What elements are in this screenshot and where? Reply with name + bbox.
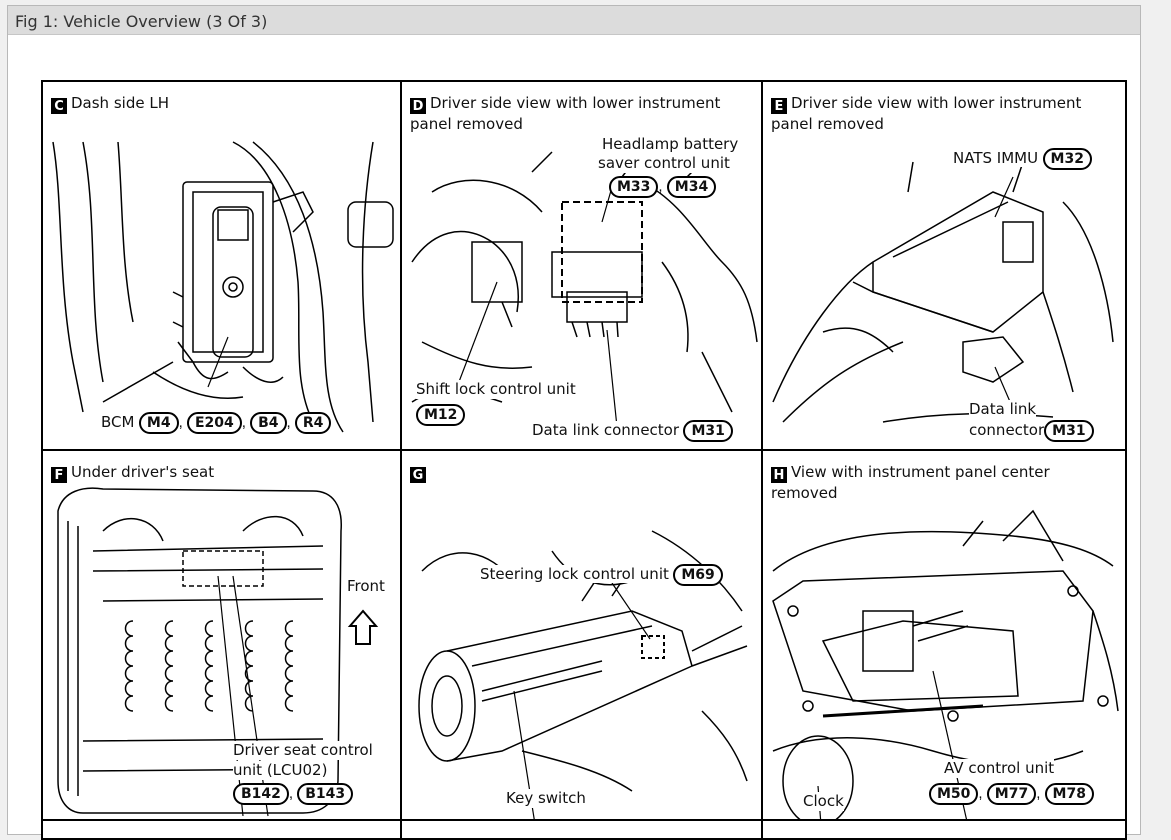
e-dlc-label-line2: connector xyxy=(969,421,1045,439)
seat-connector-b143: B143 xyxy=(297,783,354,805)
bcm-illustration xyxy=(52,141,394,433)
grid-divider xyxy=(400,82,402,838)
dlc-connector-list: Data link connector M31 xyxy=(532,420,733,442)
nats-connector-m32: M32 xyxy=(1042,148,1092,170)
steering-lock-label: Steering lock control unit xyxy=(480,565,669,583)
headlamp-label-line2: saver control unit xyxy=(598,154,730,173)
e-dlc-connector-m31: M31 xyxy=(1044,420,1094,442)
grid-divider xyxy=(43,449,1125,451)
bcm-connector-r4: R4 xyxy=(294,412,332,434)
panel-f-title-text: Under driver's seat xyxy=(71,463,215,481)
nats-connector-list: NATS IMMU M32 xyxy=(953,148,1092,170)
nats-illustration xyxy=(772,161,1114,423)
panel-h-title-text: View with instrument panel center remove… xyxy=(771,463,1050,502)
panel-d-title-text: Driver side view with lower instrument p… xyxy=(410,94,721,133)
shift-lock-label: Shift lock control unit xyxy=(416,380,576,399)
headlamp-connector-m33: M33 xyxy=(609,176,659,198)
bcm-label: BCM xyxy=(101,413,135,431)
e-dlc-label-line1: Data link xyxy=(969,400,1037,419)
front-label: Front xyxy=(347,577,385,596)
shift-lock-connector-m12: M12 xyxy=(416,404,466,426)
steering-lock-illustration xyxy=(418,530,748,819)
bcm-connector-m4: M4 xyxy=(138,412,179,434)
panel-e-title-text: Driver side view with lower instrument p… xyxy=(771,94,1082,133)
steering-lock-connector-list: Steering lock control unit M69 xyxy=(480,564,723,586)
bcm-connector-b4: B4 xyxy=(250,412,287,434)
headlamp-connector-list: M33, M34 xyxy=(609,176,717,198)
panel-g-steering-lock: G xyxy=(402,451,761,819)
steering-lock-connector-m69: M69 xyxy=(673,564,723,586)
nats-label: NATS IMMU xyxy=(953,149,1039,167)
panel-c-title-text: Dash side LH xyxy=(71,94,169,112)
panel-g-title: G xyxy=(410,462,755,483)
title-bar: Fig 1: Vehicle Overview (3 Of 3) xyxy=(8,6,1140,35)
dlc-label: Data link connector xyxy=(532,421,680,439)
headlamp-connector-m34: M34 xyxy=(666,176,717,198)
grid-divider xyxy=(43,819,1125,821)
av-connector-m77: M77 xyxy=(986,783,1037,805)
window-title: Fig 1: Vehicle Overview (3 Of 3) xyxy=(15,12,268,31)
dlc-connector-m31: M31 xyxy=(683,420,733,442)
seat-illustration xyxy=(57,487,379,817)
key-switch-label: Key switch xyxy=(506,789,586,808)
driver-side-illustration xyxy=(411,151,758,428)
panel-e-badge: E xyxy=(771,98,787,114)
seat-connector-list: B142, B143 xyxy=(233,783,354,805)
panel-f-badge: F xyxy=(51,467,67,483)
clock-label: Clock xyxy=(803,792,844,811)
grid-divider xyxy=(761,82,763,838)
panel-h-badge: H xyxy=(771,467,787,483)
seat-connector-b142: B142 xyxy=(233,783,289,805)
bcm-connector-list: BCM M4, E204, B4, R4 xyxy=(101,412,332,434)
headlamp-label-line1: Headlamp battery xyxy=(602,135,739,154)
shift-lock-connector-list: M12 xyxy=(416,404,466,426)
bcm-connector-e204: E204 xyxy=(186,412,242,434)
av-connector-list: M50, M77, M78 xyxy=(929,783,1094,805)
av-control-label: AV control unit xyxy=(944,759,1055,778)
panel-d-badge: D xyxy=(410,98,426,114)
seat-control-label-line1: Driver seat control xyxy=(233,741,373,760)
panel-c-badge: C xyxy=(51,98,67,114)
av-connector-m78: M78 xyxy=(1044,783,1094,805)
seat-control-label-line2: unit (LCU02) xyxy=(233,761,328,780)
panel-g-badge: G xyxy=(410,467,426,483)
av-connector-m50: M50 xyxy=(929,783,979,805)
